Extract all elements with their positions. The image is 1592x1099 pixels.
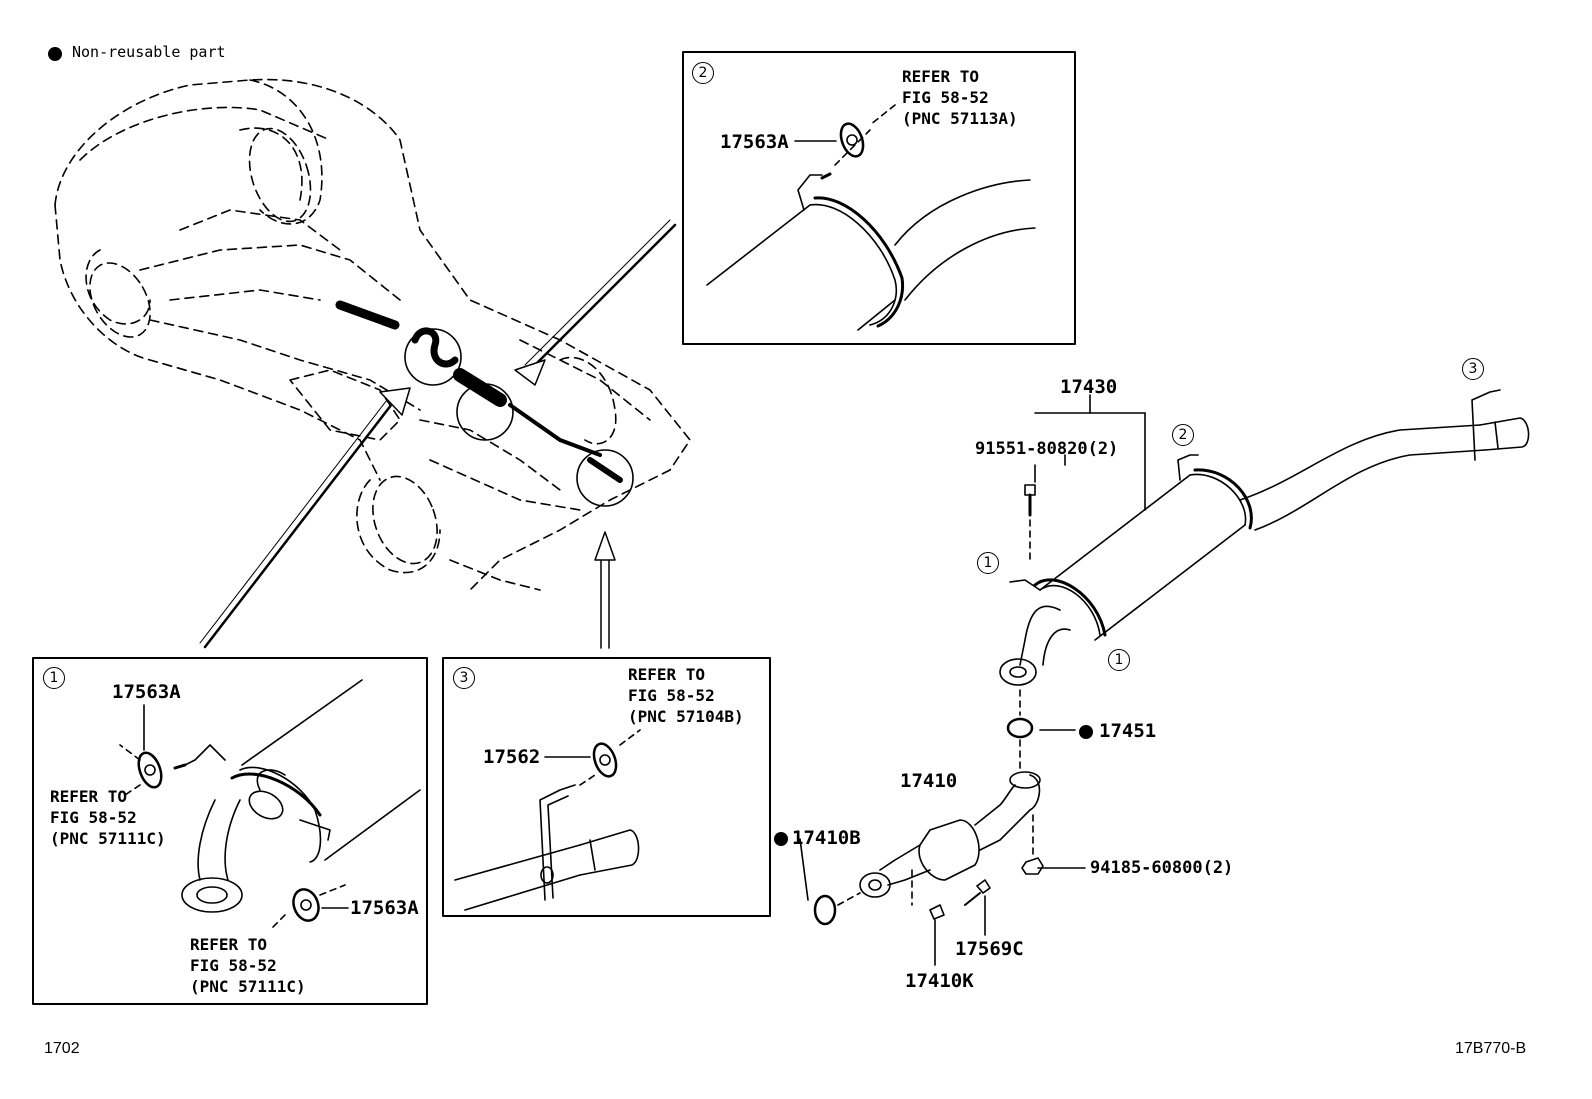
inset-1-drawing [119,679,421,931]
part-label-17563A-inset1-bottom: 17563A [350,897,419,919]
vehicle-underbody-outline [54,78,691,591]
part-label-17410B: 17410B [792,827,861,849]
inset-2-reference: REFER TO FIG 58-52 (PNC 57113A) [902,67,1018,128]
callout-number-3: 3 [453,667,475,689]
part-label-17563A-inset2: 17563A [720,131,789,153]
callout-number-2-main: 2 [1172,424,1194,446]
callout-circle-3 [576,449,634,507]
footer-right-code: 17B770-B [1455,1040,1527,1057]
inset-leader-arrows [199,219,677,649]
callout-number-3-main: 3 [1462,358,1484,380]
part-label-17562: 17562 [483,746,541,768]
inset-2-box [682,51,1076,345]
footer-left-code: 1702 [44,1040,80,1057]
part-label-17569C: 17569C [955,938,1024,960]
part-label-17410K: 17410K [905,970,974,992]
part-label-17430: 17430 [1060,376,1118,398]
inset-1-reference-bottom: REFER TO FIG 58-52 (PNC 57111C) [190,935,306,996]
callout-circle-2 [456,383,514,441]
part-label-91551-80820: 91551-80820(2) [975,439,1119,459]
callout-number-1: 1 [43,667,65,689]
non-reusable-dot-17410B [774,832,788,846]
part-label-17451: 17451 [1099,720,1157,742]
part-label-17410: 17410 [900,770,958,792]
part-label-94185-60800: 94185-60800(2) [1090,858,1234,878]
non-reusable-dot-17451 [1079,725,1093,739]
inset-3-drawing [454,729,641,911]
callout-number-1-main-lower: 1 [1108,649,1130,671]
inset-1-reference-left: REFER TO FIG 58-52 (PNC 57111C) [50,787,166,848]
part-label-17563A-inset1-top: 17563A [112,681,181,703]
inset-3-reference: REFER TO FIG 58-52 (PNC 57104B) [628,665,744,726]
main-muffler-assembly [799,389,1530,966]
legend-text: Non-reusable part [72,43,226,61]
inset-1-box [32,657,428,1005]
inset-2-drawing [706,104,1036,331]
callout-number-1-main-upper: 1 [977,552,999,574]
non-reusable-dot-icon [48,47,62,61]
callout-circle-1 [404,328,462,386]
callout-number-2: 2 [692,62,714,84]
inset-3-box [442,657,771,917]
